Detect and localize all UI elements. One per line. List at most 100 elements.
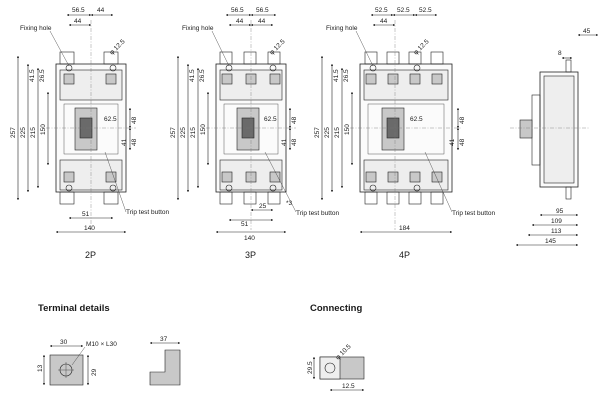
hole-dia-label: φ 12.5 [412,38,430,56]
terminal-screw-icon [63,73,75,85]
dim-label: 29.5 [307,361,314,374]
dim-label: 95 [556,208,564,215]
dim-label: 56.5 [72,7,85,14]
dim-label: 56.5 [231,7,244,14]
dim-label: 257 [170,127,177,138]
fixing-hole-icon [369,184,377,192]
cover-panel [367,103,445,155]
dim-label: 140 [244,235,255,242]
dim-label: 37 [160,336,168,343]
dim-label: 30 [60,339,68,346]
terminal-screw-icon [269,73,281,85]
side-lug [565,59,572,73]
dim-label: 41.5 [29,69,36,82]
terminal-screw-icon [431,73,443,85]
fixing-hole-icon [413,64,421,72]
trip-test-label: Trip test button [452,210,495,217]
dim-label: 56.5 [256,7,269,14]
dim-label: 225 [180,127,187,138]
terminal-lug [408,191,422,205]
terminal-screw-icon [387,171,399,183]
dim-label: 13 [37,364,44,372]
fixing-hole-icon [65,184,73,192]
dim-label: 215 [190,127,197,138]
dim-label: 62.5 [104,116,117,123]
fixing-hole-icon [413,184,421,192]
dim-label: 48 [291,116,298,124]
dim-label: 48 [131,116,138,124]
terminal-details: Terminal details 30 M10 × L30 13 29 37 [37,303,181,386]
terminal-lug [386,191,400,205]
terminal-lug [219,191,233,205]
terminal-lug [219,51,233,65]
terminal-lug [386,51,400,65]
section-title: Terminal details [38,303,110,314]
dim-label: 145 [545,238,556,245]
dim-label: 215 [30,127,37,138]
dim-label: 113 [551,228,562,235]
terminal-lug [408,51,422,65]
terminal-lug [103,191,119,205]
dim-label: 41.5 [333,69,340,82]
view-side: 45 8 95 109 113 145 [510,28,599,247]
terminal-lug [59,51,75,65]
fixing-hole-label: Fixing hole [182,25,214,32]
dim-label: 29 [91,368,98,376]
dim-label: 41 [281,138,288,146]
fixing-hole-icon [109,184,117,192]
dim-label: 184 [399,225,410,232]
fixing-hole-label: Fixing hole [326,25,358,32]
terminal-lug [267,51,281,65]
terminal-screw-icon [221,171,233,183]
dim-label: 41.5 [189,69,196,82]
dim-label: 44 [97,7,105,14]
terminal-screw-icon [105,171,117,183]
terminal-lug [103,51,119,65]
side-face [543,75,575,184]
dim-label: 45 [583,28,591,35]
dim-label: 52.5 [375,7,388,14]
fixing-hole-icon [369,64,377,72]
terminal-lug [430,191,444,205]
fixing-hole-icon [269,184,277,192]
fixing-hole-icon [225,184,233,192]
dim-label: 52.5 [419,7,432,14]
terminal-screw-icon [105,73,117,85]
hole-dia-label: φ 12.5 [108,38,126,56]
dim-label: 150 [200,124,207,135]
terminal-lug [364,51,378,65]
side-base [531,94,541,166]
dim-label: 52.5 [397,7,410,14]
bolt-label: M10 × L30 [86,341,117,348]
dim-label: 44 [236,18,244,25]
dim-label: 150 [344,124,351,135]
dim-label: 26.5 [39,69,46,82]
terminal-lug [267,191,281,205]
terminal-side-profile [149,349,181,386]
dim-label: 44 [74,18,82,25]
dim-label: 44 [258,18,266,25]
terminal-lug [243,191,257,205]
dim-label: 257 [314,127,321,138]
dim-label: 48 [291,138,298,146]
dim-label: 225 [20,127,27,138]
terminal-lug [243,51,257,65]
handle-side-icon [519,119,533,139]
dim-label: 41 [449,138,456,146]
terminal-screw-icon [221,73,233,85]
view-3p: 56.5 56.5 44 44 Fixing hole φ 12.5 41.5 … [170,7,339,260]
view-caption: 2P [85,250,96,260]
terminal-screw-icon [409,73,421,85]
terminal-lug [430,51,444,65]
fixing-hole-icon [269,64,277,72]
connecting-details: Connecting 29.5 12.5 φ 10.5 [307,303,365,392]
terminal-screw-icon [63,171,75,183]
terminal-screw-icon [365,73,377,85]
dim-label: 51 [82,211,90,218]
dim-label: 8 [558,50,562,57]
side-lug [565,186,572,200]
dim-label: 26.5 [199,69,206,82]
dim-label: 48 [459,116,466,124]
fixing-hole-icon [65,64,73,72]
